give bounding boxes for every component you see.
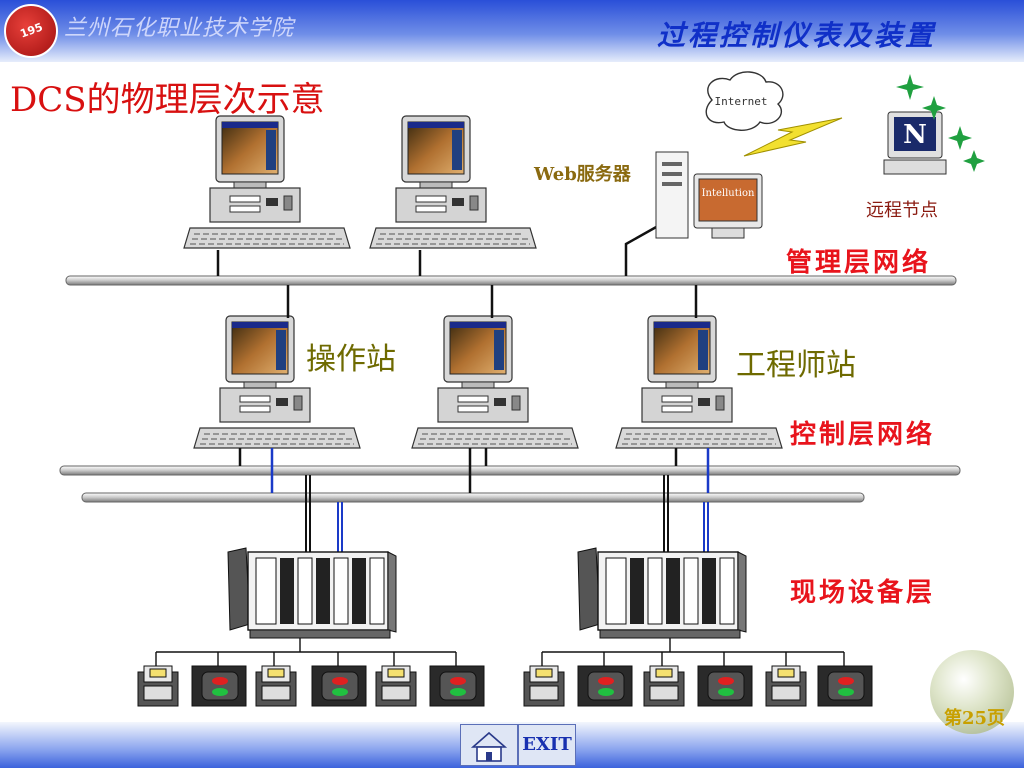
controller-rack-1 bbox=[227, 547, 397, 639]
field-valve bbox=[311, 665, 367, 707]
field-valve bbox=[577, 665, 633, 707]
management-network-label: 管理层网络 bbox=[786, 248, 932, 278]
field-transmitter bbox=[137, 665, 179, 707]
remote-node-label: 远程节点 bbox=[866, 200, 938, 221]
operator-station-label: 操作站 bbox=[306, 342, 396, 377]
field-layer-label: 现场设备层 bbox=[790, 578, 936, 608]
field-valve bbox=[817, 665, 873, 707]
engineer-station-label: 工程师站 bbox=[736, 348, 856, 383]
exit-button[interactable]: EXIT bbox=[518, 724, 576, 766]
lightning-icon bbox=[743, 117, 843, 157]
course-title: 过程控制仪表及装置 bbox=[656, 19, 936, 52]
field-transmitter bbox=[523, 665, 565, 707]
field-wiring-right bbox=[541, 638, 845, 666]
sparkle-icon bbox=[896, 74, 985, 172]
field-transmitter bbox=[643, 665, 685, 707]
field-valve bbox=[191, 665, 247, 707]
web-server bbox=[655, 151, 763, 239]
field-transmitter bbox=[375, 665, 417, 707]
header-bar: 195 兰州石化职业技术学院 过程控制仪表及装置 bbox=[0, 0, 1024, 62]
control-bus-b bbox=[81, 492, 865, 503]
controller-rack-2 bbox=[577, 547, 747, 639]
operator-station-pc-2 bbox=[411, 315, 579, 449]
internet-cloud bbox=[705, 71, 784, 131]
management-pc-1 bbox=[183, 115, 351, 249]
slide-title: DCS的物理层次示意 bbox=[10, 80, 325, 120]
college-logo: 195 bbox=[4, 4, 58, 58]
remote-node: N bbox=[883, 111, 947, 175]
field-valve bbox=[697, 665, 753, 707]
control-network-label: 控制层网络 bbox=[790, 420, 936, 450]
control-bus-a bbox=[59, 465, 961, 476]
management-pc-2 bbox=[369, 115, 537, 249]
globe-icon bbox=[930, 650, 1014, 734]
college-name: 兰州石化职业技术学院 bbox=[64, 16, 295, 41]
home-button[interactable] bbox=[460, 724, 518, 766]
management-bus bbox=[65, 275, 957, 286]
page-number: 第25页 bbox=[944, 708, 1006, 729]
internet-label: Internet bbox=[715, 95, 768, 108]
field-valve bbox=[429, 665, 485, 707]
web-server-label: Web服务器 bbox=[534, 164, 631, 185]
svg-text:N: N bbox=[903, 120, 927, 150]
home-icon bbox=[470, 731, 508, 762]
field-transmitter bbox=[255, 665, 297, 707]
field-wiring-left bbox=[155, 638, 457, 666]
web-monitor-text: Intellution bbox=[702, 188, 755, 199]
field-transmitter bbox=[765, 665, 807, 707]
connector bbox=[624, 224, 659, 276]
